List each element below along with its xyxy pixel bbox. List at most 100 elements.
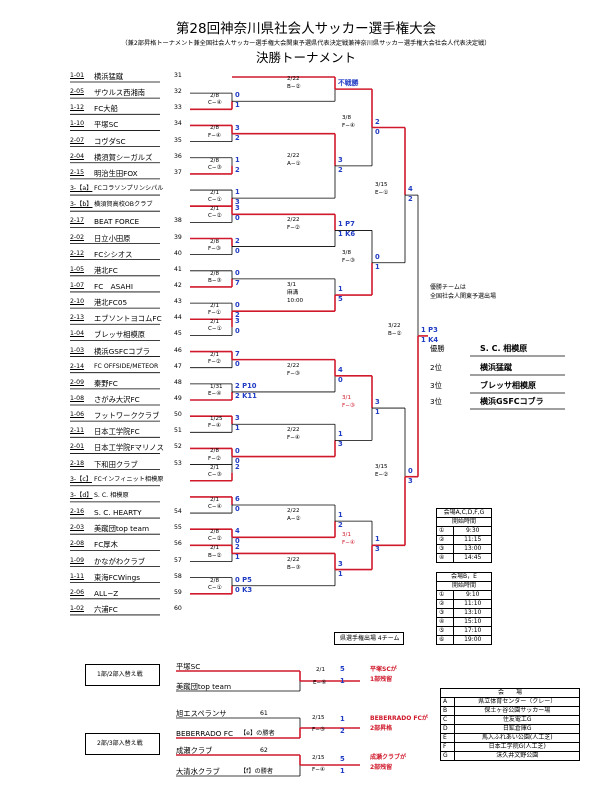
playoff2a-venue: F−③ [312,727,325,733]
r1-score: 0 [235,537,240,546]
r2-venue: F−③ [287,370,300,377]
r1-score: 0 [235,246,240,255]
team-seed: 36 [174,152,182,160]
playoff2b-result-2: 2部残留 [370,764,393,771]
r1-date: 2/1 [210,496,220,503]
r3-score: 1 [375,262,380,271]
r1-date: 2/8 [210,577,220,584]
time-cell: 13:00 [453,544,492,554]
playoff2a-result: BEBERRADO FCが [370,715,428,722]
playoff1-score2: 1 [340,677,345,685]
r2-score: 3 [338,559,343,568]
r4-score: 4 [408,185,413,194]
team-code: 2-02 [70,233,85,241]
team-code: 2-07 [70,136,85,144]
time-cell: 11:10 [453,599,492,609]
r1-date: 2/8 [210,93,220,100]
team-seed: 33 [174,104,182,112]
team-code: 1-06 [70,411,85,419]
r1-date: 2/8 [210,125,220,132]
r3-venue: F−③ [342,403,355,410]
team-name: 港北FC [94,265,118,275]
r1-date: 2/1 [210,351,220,358]
result-rank: 3位 [430,397,442,406]
team-seed: 31 [174,72,182,79]
team-code: 2-18 [70,459,85,467]
r1-score: 3 [235,317,240,326]
team-name: FC OFFSIDE/METEOR [94,362,159,370]
r1-score: 2 P10 [235,381,257,390]
team-name: FCコラソンプリンシパル [94,185,164,193]
time-cell: ② [435,599,455,609]
team-code: 1-02 [70,604,85,612]
team-name: FCシシオス [94,249,133,259]
playoff1-team2: 美蹴団top team [176,682,232,691]
r2-score: 1 [338,430,343,439]
time-cell: ③ [435,608,455,618]
playoff1-label: 1部/2部入替え戦 [97,671,143,678]
time-cell: 9:10 [453,590,492,600]
playoff2b-team1: 成瀬クラブ [176,746,213,755]
team-seed: 48 [174,378,182,386]
r1-score: 0 [235,446,240,455]
page-title: 第28回神奈川県社会人サッカー選手権大会 [175,21,437,37]
team-code: 2-08 [70,540,85,548]
team-name: FC厚木 [94,540,118,550]
r3-venue: F−④ [342,540,355,547]
time-cell: 馬入ふれあい公園(人工芝) [454,733,580,743]
playoff2a-seed2: 【e】の勝者 [240,730,275,737]
r1-score: 2 [235,133,240,142]
team-code: 2-14 [70,362,85,370]
playoff2b-seed1: 62 [260,747,268,754]
kensen-label: 県選手権出場 4チーム [340,635,400,642]
team-seed: 57 [174,556,182,564]
team-code: 2-09 [70,378,85,386]
r1-venue: B−③ [208,277,222,284]
r1-venue: E−④ [208,391,222,397]
r1-venue: C−① [208,197,222,204]
time-cell: 17:10 [453,626,492,636]
team-seed: 50 [174,411,182,419]
r2-venue: B−② [287,84,301,91]
team-name: 港北FC05 [94,298,128,308]
r3-date: 3/1 [342,395,352,402]
time-cell: 11:15 [453,535,492,545]
result-rank: 優勝 [430,344,445,353]
team-name: ALL−Z [94,588,119,598]
r2-date: 3/1 [287,282,297,289]
r2-score: 1 [338,285,343,294]
r3-score: 2 [375,117,380,126]
time-cell: ④ [435,553,455,563]
team-seed: 51 [174,427,182,435]
time-cell: 県立体育センター（クレー） [454,697,580,707]
playoff1-venue: E−⑥ [313,680,327,686]
team-code: 2-01 [70,443,85,451]
team-name: 横浜猛蹴 [94,72,124,81]
kensen-box [334,632,404,645]
team-seed: 40 [174,249,182,257]
time-cell: 日鉱倉庫G [454,724,580,734]
r2-score: 1 P7 [338,220,355,229]
team-seed: 49 [174,395,182,402]
bracket-title: 決勝トーナメント [255,50,356,65]
r4-venue: E−② [375,471,389,478]
r1-venue: F−③ [208,245,221,252]
team-seed: 37 [174,168,182,176]
r4-score: 0 [408,466,413,475]
team-name: S. C. 相模原 [94,491,129,499]
playoff2a-team1: 旭エスペランサ [176,709,227,718]
r1-score: 1 [235,155,240,164]
playoff1-score1: 5 [340,665,345,673]
time-cell: 9:30 [453,526,492,536]
team-name: FC ASAHI [94,281,133,291]
playoff2a-score1: 1 [340,715,345,723]
team-code: 2-17 [70,217,85,225]
playoff1-result: 平塚SCが [370,666,397,673]
